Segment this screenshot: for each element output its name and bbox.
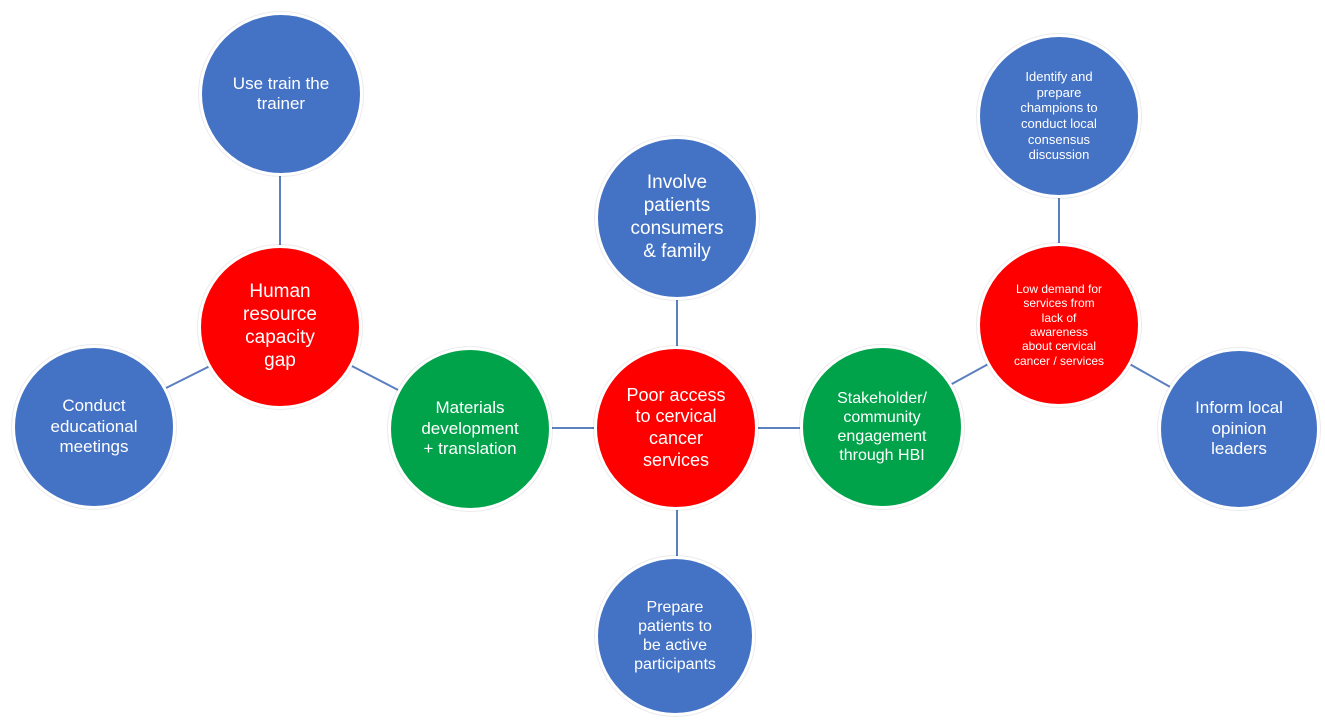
node-label: Stakeholder/ community engagement throug…	[837, 389, 927, 465]
node-label: Involve patients consumers & family	[630, 172, 724, 262]
node-conduct-educational-meetings: Conduct educational meetings	[12, 345, 176, 509]
node-label: Human resource capacity gap	[243, 281, 317, 371]
node-inform-local-opinion-leaders: Inform local opinion leaders	[1158, 348, 1320, 510]
node-poor-access-cervical-cancer-services: Poor access to cervical cancer services	[594, 346, 758, 510]
node-prepare-patients-active-participants: Prepare patients to be active participan…	[595, 556, 755, 716]
node-label: Conduct educational meetings	[50, 396, 138, 457]
node-label: Identify and prepare champions to conduc…	[1020, 69, 1098, 163]
connector-human-materials	[347, 363, 403, 393]
node-use-train-the-trainer: Use train the trainer	[199, 12, 363, 176]
connector-human-educ	[161, 363, 215, 391]
connector-demand-opinion	[1125, 361, 1173, 389]
node-low-demand-for-services: Low demand for services from lack of awa…	[977, 243, 1141, 407]
node-label: Materials development + translation	[421, 398, 519, 459]
node-involve-patients-consumers-family: Involve patients consumers & family	[595, 136, 759, 300]
node-human-resource-capacity-gap: Human resource capacity gap	[198, 245, 362, 409]
node-label: Low demand for services from lack of awa…	[1013, 281, 1105, 368]
node-materials-development-translation: Materials development + translation	[388, 347, 552, 511]
node-label: Poor access to cervical cancer services	[626, 384, 726, 470]
node-label: Inform local opinion leaders	[1195, 398, 1283, 459]
node-stakeholder-community-engagement: Stakeholder/ community engagement throug…	[800, 345, 964, 509]
node-identify-prepare-champions: Identify and prepare champions to conduc…	[977, 34, 1141, 198]
node-label: Use train the trainer	[232, 73, 330, 113]
connector-stake-demand	[949, 361, 993, 386]
node-label: Prepare patients to be active participan…	[634, 598, 716, 674]
